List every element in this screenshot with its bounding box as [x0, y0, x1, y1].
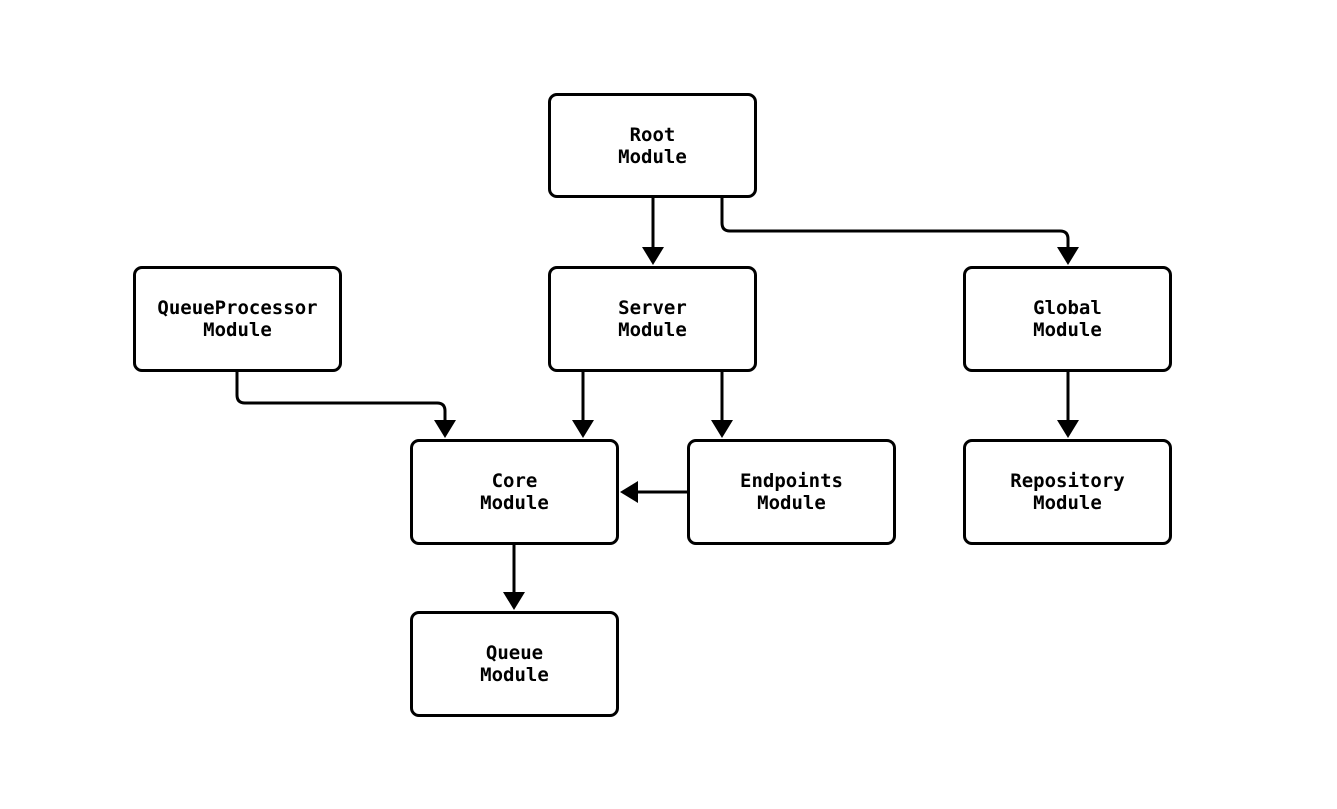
node-queue-module: Queue Module [410, 611, 619, 717]
node-root-module: Root Module [548, 93, 757, 198]
node-queue-module-label: Queue Module [480, 642, 549, 686]
edge-queueprocessor-core [235, 372, 456, 438]
node-repository-module: Repository Module [963, 439, 1172, 545]
node-repository-module-label: Repository Module [1010, 470, 1125, 514]
node-global-module: Global Module [963, 266, 1172, 372]
node-endpoints-module-label: Endpoints Module [740, 470, 843, 514]
node-core-module: Core Module [410, 439, 619, 545]
node-endpoints-module: Endpoints Module [687, 439, 896, 545]
node-global-module-label: Global Module [1033, 297, 1102, 341]
edge-root-global [720, 198, 1079, 265]
node-core-module-label: Core Module [480, 470, 549, 514]
node-queueprocessor-module: QueueProcessor Module [133, 266, 342, 372]
node-server-module: Server Module [548, 266, 757, 372]
node-server-module-label: Server Module [618, 297, 687, 341]
node-queueprocessor-module-label: QueueProcessor Module [157, 297, 318, 341]
node-root-module-label: Root Module [618, 123, 687, 168]
